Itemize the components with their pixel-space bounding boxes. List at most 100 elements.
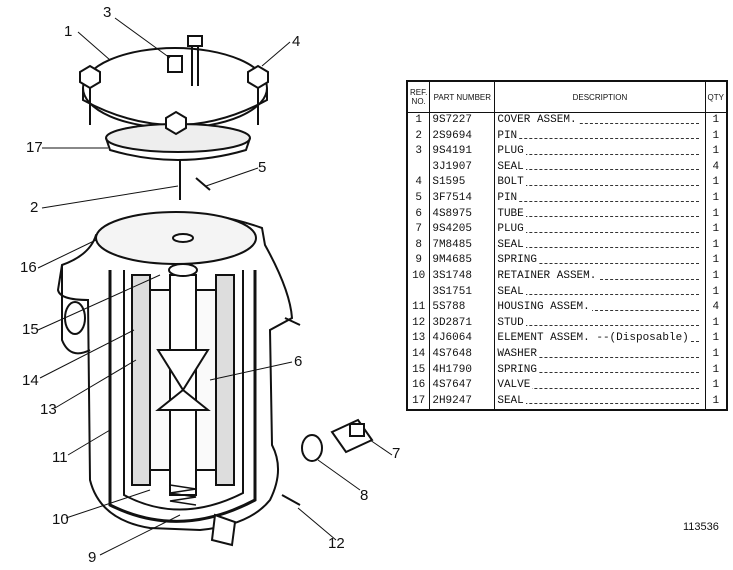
description-cell: SPRING xyxy=(494,253,706,269)
ref-cell: 9 xyxy=(407,253,431,269)
description-cell: TUBE xyxy=(494,206,706,223)
part-number-cell: 9S7227 xyxy=(429,112,496,129)
description-text: PIN xyxy=(497,129,520,142)
description-cell: SEAL xyxy=(494,284,706,301)
ref-cell: 8 xyxy=(407,237,431,254)
callout-2: 2 xyxy=(30,199,38,216)
description-text: VALVE xyxy=(497,379,533,392)
part-number-cell: 4J6064 xyxy=(429,331,496,347)
ref-cell: 3 xyxy=(407,144,431,160)
callout-1: 1 xyxy=(64,23,72,40)
qty-cell: 1 xyxy=(712,114,720,126)
description-cell: BOLT xyxy=(494,175,706,191)
callout-3: 3 xyxy=(103,4,111,21)
qty-cell: 1 xyxy=(712,394,720,407)
description-cell: SEAL xyxy=(494,393,706,411)
description-text: STUD xyxy=(497,316,526,329)
part-number-cell: 9M4685 xyxy=(429,253,496,269)
description-text: SEAL xyxy=(497,160,526,173)
part-number-cell: 3S1751 xyxy=(429,284,496,301)
callout-16: 16 xyxy=(20,259,37,276)
part-number-cell: 3J1907 xyxy=(429,159,496,176)
description-cell: VALVE xyxy=(494,378,706,394)
callout-8: 8 xyxy=(360,487,368,504)
callout-10: 10 xyxy=(52,511,69,528)
qty-header: QTY xyxy=(704,80,728,113)
part-number-cell: 4S7648 xyxy=(429,346,496,363)
ref-cell: 2 xyxy=(407,128,431,145)
ref-cell: 14 xyxy=(407,346,431,363)
description-cell: SEAL xyxy=(494,237,706,254)
qty-cell: 1 xyxy=(712,223,720,236)
ref-cell: 16 xyxy=(407,378,431,394)
figure-number: 113536 xyxy=(683,521,719,533)
ref-cell: 7 xyxy=(407,222,431,238)
callout-13: 13 xyxy=(40,401,57,418)
ref-cell: 17 xyxy=(407,393,431,411)
qty-cell: 4 xyxy=(712,160,720,173)
ref-cell: 6 xyxy=(407,206,431,223)
description-text: COVER ASSEM. xyxy=(497,114,579,126)
part-number-cell: 4S7647 xyxy=(429,378,496,394)
callout-15: 15 xyxy=(22,321,39,338)
description-text: SEAL xyxy=(497,394,526,407)
ref-cell xyxy=(407,284,431,301)
description-cell: SPRING xyxy=(494,362,706,379)
part-number-cell: 9S4205 xyxy=(429,222,496,238)
qty-cell: 1 xyxy=(712,285,720,298)
cover-assembly xyxy=(79,35,269,161)
description-text: RETAINER ASSEM. xyxy=(497,269,599,282)
description-text: TUBE xyxy=(497,207,526,220)
description-cell: PLUG xyxy=(494,144,706,160)
part-number-cell: 7M8485 xyxy=(429,237,496,254)
part-number-cell: 4H1790 xyxy=(429,362,496,379)
part-number-cell: 4S8975 xyxy=(429,206,496,223)
description-text: ELEMENT ASSEM. --(Disposable) xyxy=(497,332,691,345)
part-number-cell: 5S788 xyxy=(429,300,496,316)
callout-17: 17 xyxy=(26,139,43,156)
qty-cell: 1 xyxy=(712,347,720,360)
callout-12: 12 xyxy=(328,535,345,552)
qty-cell: 1 xyxy=(712,191,720,204)
callout-5: 5 xyxy=(258,159,266,176)
ref-cell: 12 xyxy=(407,315,431,332)
ref-cell: 11 xyxy=(407,300,431,316)
description-cell: COVER ASSEM. xyxy=(494,112,706,129)
qty-cell: 1 xyxy=(712,316,720,329)
part-number-header: PART NUMBER xyxy=(429,80,496,113)
qty-cell: 1 xyxy=(712,363,720,376)
part-number-cell: 3F7514 xyxy=(429,190,496,207)
qty-cell: 1 xyxy=(712,332,720,345)
description-cell: WASHER xyxy=(494,346,706,363)
description-cell: SEAL xyxy=(494,159,706,176)
description-cell: RETAINER ASSEM. xyxy=(494,268,706,285)
callout-14: 14 xyxy=(22,372,39,389)
callout-4: 4 xyxy=(292,33,300,50)
description-cell: HOUSING ASSEM. xyxy=(494,300,706,316)
qty-cell: 1 xyxy=(712,145,720,158)
ref-cell: 13 xyxy=(407,331,431,347)
part-number-cell: 9S4191 xyxy=(429,144,496,160)
qty-cell: 1 xyxy=(712,254,720,267)
description-cell: PIN xyxy=(494,190,706,207)
qty-cell: 1 xyxy=(712,207,720,220)
ref-cell: 4 xyxy=(407,175,431,191)
